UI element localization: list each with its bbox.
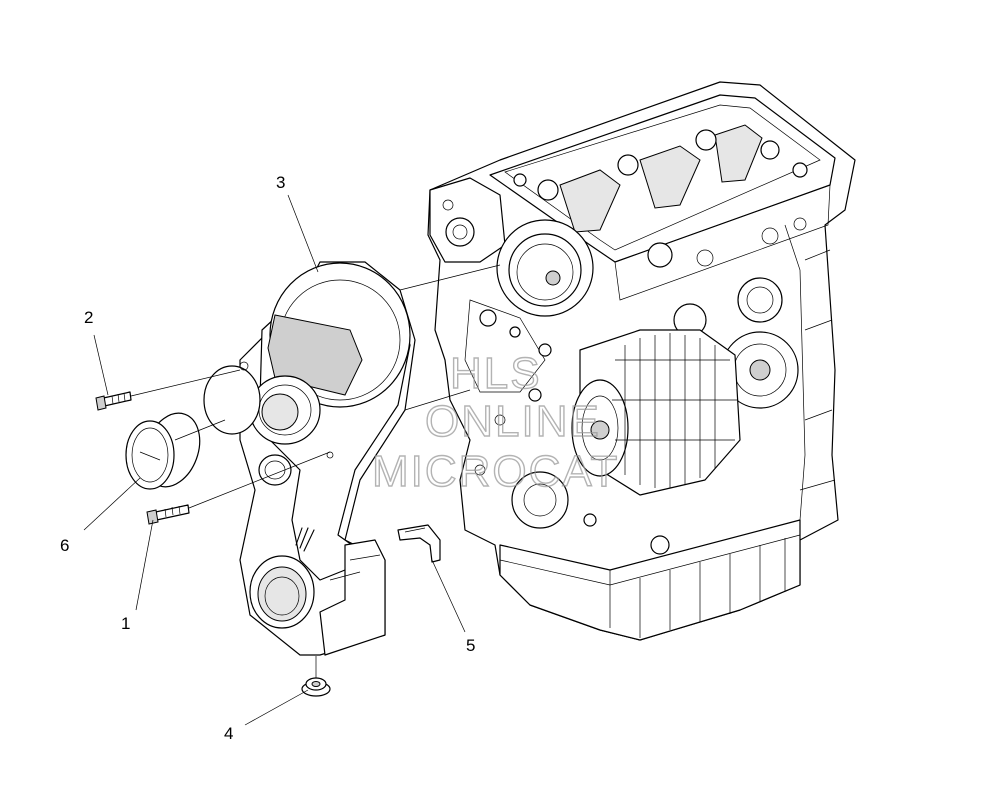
bolt-2: [95, 391, 132, 411]
callout-4: 4: [224, 724, 233, 743]
watermark-line-3: MICROCAT: [372, 447, 619, 496]
watermark-line-2: ONLINE: [425, 397, 601, 446]
clip-5: [397, 524, 441, 563]
engine-block: [427, 81, 856, 641]
callout-6: 6: [60, 536, 69, 555]
callout-5: 5: [466, 636, 475, 655]
leader-lines: [83, 194, 466, 726]
callout-3: 3: [276, 173, 285, 192]
callout-2: 2: [84, 308, 93, 327]
watermark: HLS ONLINE MICROCAT: [371, 348, 619, 496]
watermark-line-1: HLS: [450, 349, 542, 398]
cover-cap-6: [125, 412, 201, 490]
assembly-lines: [130, 264, 501, 678]
bolt-1: [146, 504, 190, 525]
alternator: [571, 329, 741, 496]
timing-belt-cover: [203, 261, 416, 656]
callout-1: 1: [121, 614, 130, 633]
nut-4: [301, 677, 331, 697]
